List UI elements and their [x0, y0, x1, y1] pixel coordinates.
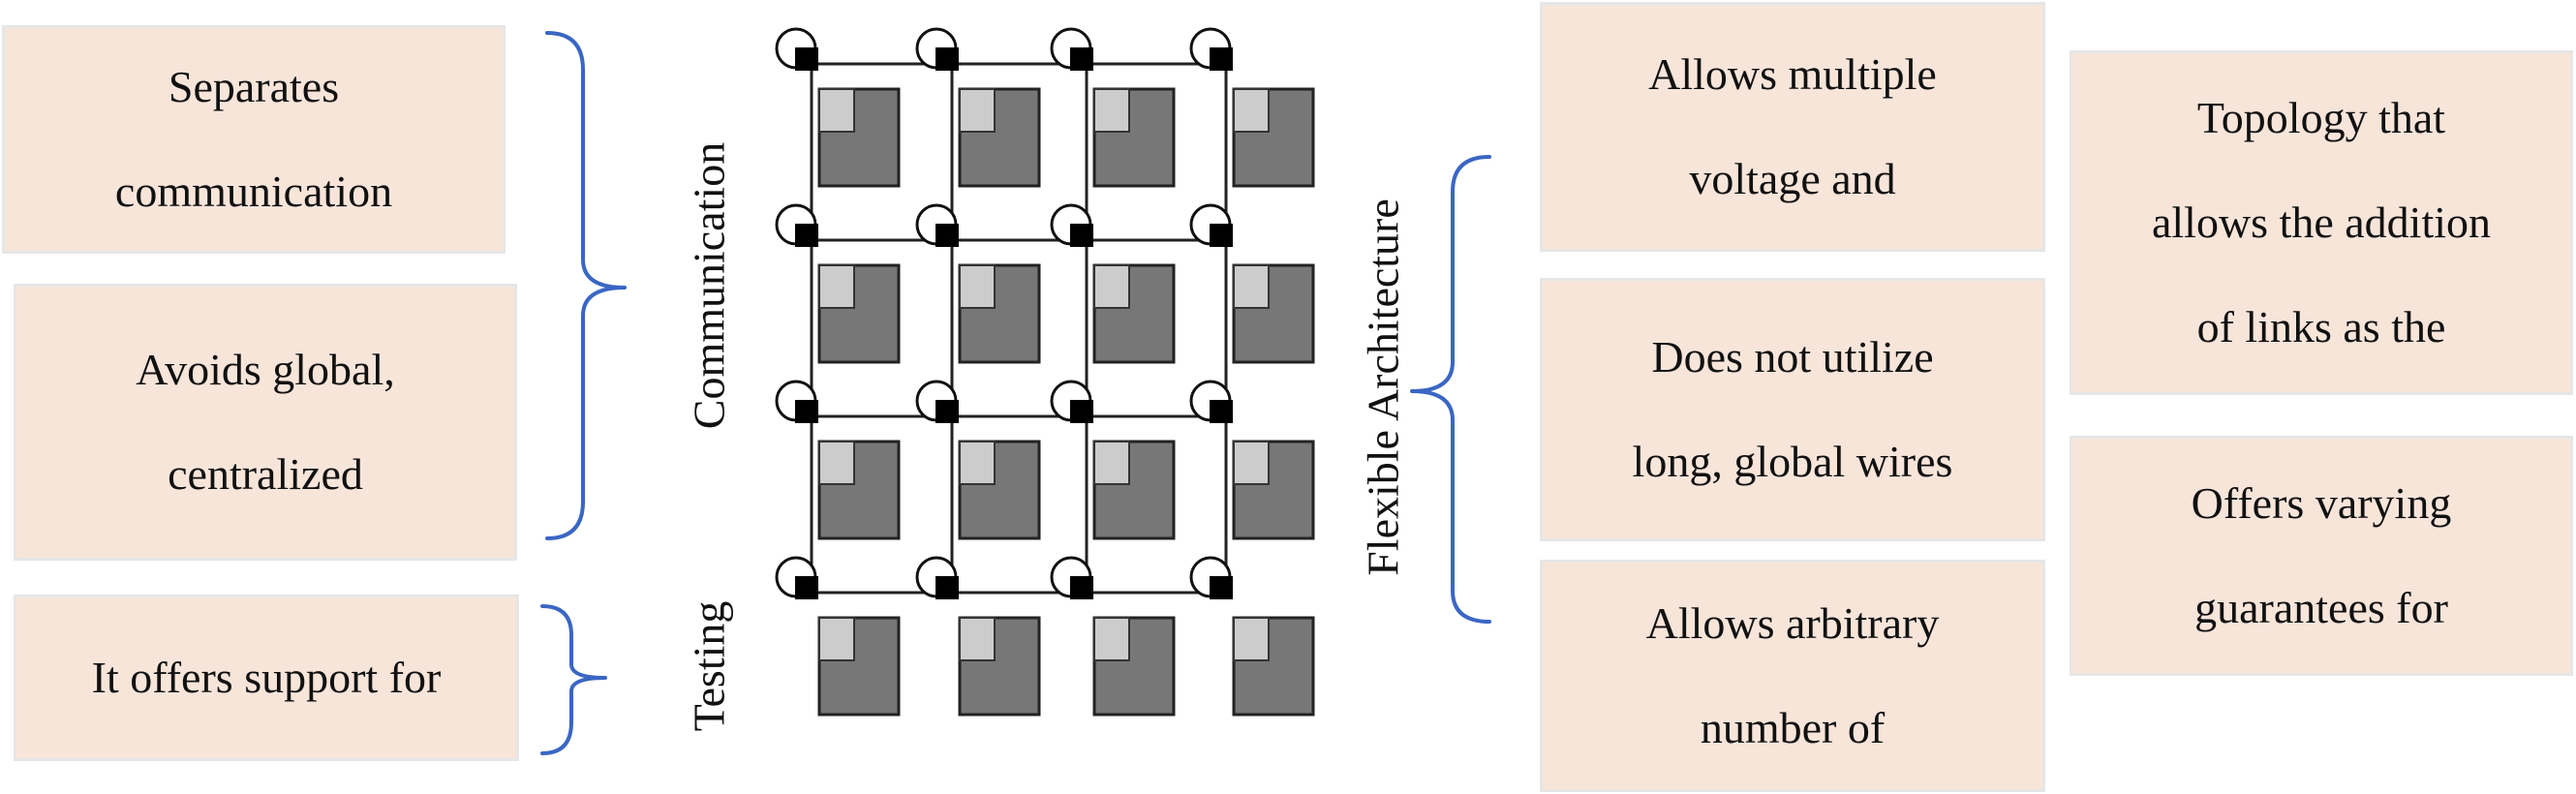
box-text-line: Allows arbitrary [1645, 598, 1940, 648]
box-text-line: communication [114, 167, 393, 216]
core-memory-icon [1093, 441, 1130, 485]
box-text-line: long, global wires [1632, 437, 1953, 486]
box-no-global-wires: Does not utilize long, global wires [1540, 278, 2045, 541]
core-memory-icon [818, 617, 855, 661]
box-multiple-voltage: Allows multiple voltage and [1540, 2, 2045, 252]
core-memory-icon [1233, 617, 1270, 661]
noc-mesh-grid [775, 27, 1315, 717]
network-interface-icon [1210, 400, 1233, 423]
brace-communication [545, 31, 627, 540]
box-arbitrary-number: Allows arbitrary number of [1540, 560, 2045, 792]
network-interface-icon [1070, 400, 1093, 423]
network-interface-icon [1070, 47, 1093, 71]
box-topology: Topology that allows the addition of lin… [2070, 50, 2573, 395]
network-interface-icon [795, 224, 818, 247]
box-text-line: guarantees for [2194, 583, 2448, 632]
core-memory-icon [1233, 88, 1270, 133]
core-memory-icon [1233, 264, 1270, 309]
box-text-line: Offers varying [2191, 478, 2452, 528]
box-text-line: Topology that [2196, 93, 2446, 142]
network-interface-icon [795, 576, 818, 599]
network-interface-icon [1210, 576, 1233, 599]
network-interface-icon [1070, 576, 1093, 599]
brace-testing [540, 604, 607, 755]
core-memory-icon [818, 88, 855, 133]
core-memory-icon [959, 264, 996, 309]
network-interface-icon [935, 576, 959, 599]
box-text-line: It offers support for [91, 653, 442, 702]
core-memory-icon [959, 617, 996, 661]
network-interface-icon [935, 47, 959, 71]
box-avoids-global: Avoids global, centralized [14, 284, 517, 561]
network-interface-icon [795, 47, 818, 71]
box-text-line: centralized [168, 449, 363, 499]
box-text-line: allows the addition [2151, 198, 2492, 247]
box-text-line: Does not utilize [1651, 332, 1934, 382]
core-memory-icon [818, 264, 855, 309]
brace-flexible [1410, 155, 1491, 624]
box-text-line: Avoids global, [136, 345, 395, 394]
network-interface-icon [1210, 47, 1233, 71]
core-memory-icon [1093, 88, 1130, 133]
core-memory-icon [1093, 617, 1130, 661]
box-separates-communication: Separates communication [2, 25, 506, 254]
box-text-line: Separates [168, 62, 340, 111]
network-interface-icon [935, 400, 959, 423]
core-memory-icon [959, 441, 996, 485]
core-memory-icon [818, 441, 855, 485]
box-support: It offers support for [14, 595, 519, 761]
box-varying-guarantees: Offers varying guarantees for [2070, 436, 2573, 676]
box-text-line: Allows multiple [1648, 49, 1937, 99]
network-interface-icon [1070, 224, 1093, 247]
box-text-line: of links as the [2196, 302, 2446, 351]
network-interface-icon [1210, 224, 1233, 247]
core-memory-icon [1233, 441, 1270, 485]
core-memory-icon [959, 88, 996, 133]
box-text-line: voltage and [1689, 154, 1896, 203]
network-interface-icon [935, 224, 959, 247]
core-memory-icon [1093, 264, 1130, 309]
network-interface-icon [795, 400, 818, 423]
box-text-line: number of [1700, 703, 1886, 752]
